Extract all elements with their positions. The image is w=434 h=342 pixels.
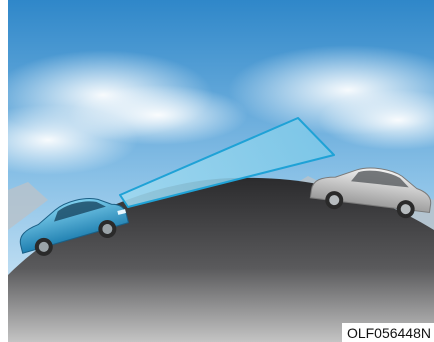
figure-code-label: OLF056448N — [342, 323, 434, 342]
illustration — [8, 0, 434, 342]
